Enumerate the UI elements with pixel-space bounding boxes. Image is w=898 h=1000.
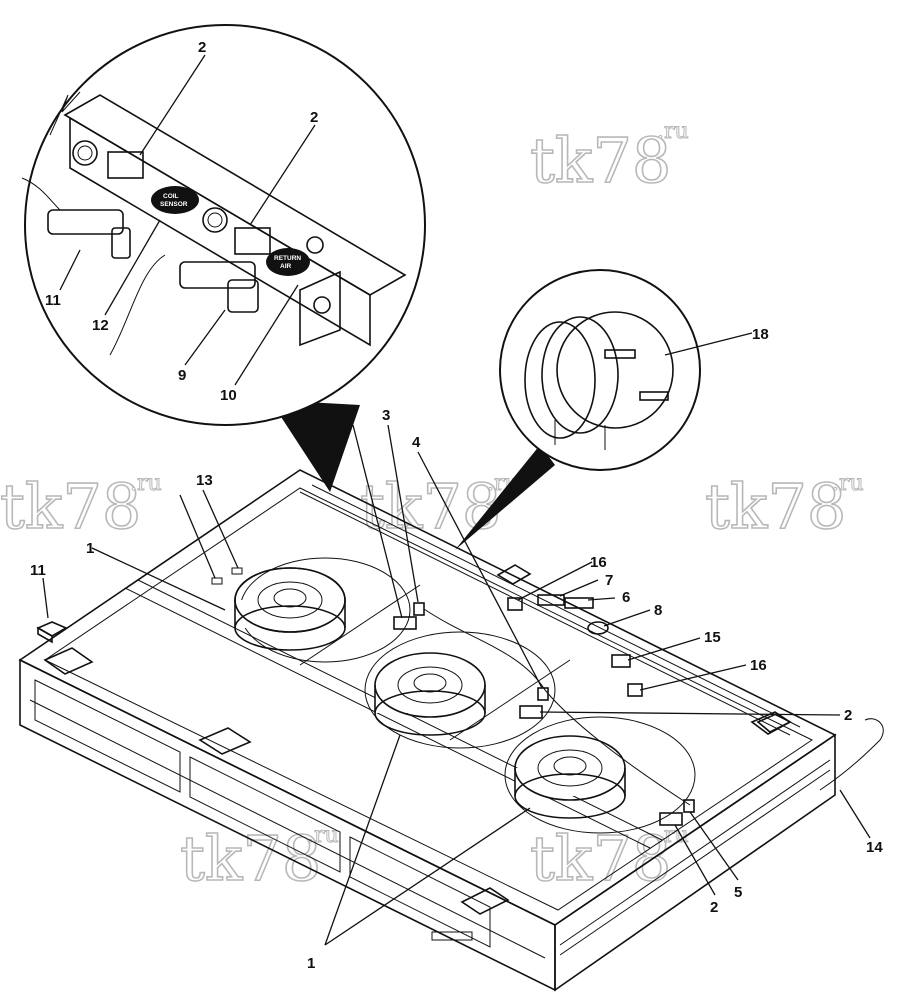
sensor <box>413 602 425 616</box>
callout-11: 11 <box>45 292 61 309</box>
watermark-suffix: .ru <box>307 823 339 848</box>
callout-1: 1 <box>86 540 94 557</box>
callout-9: 9 <box>178 367 186 384</box>
internal-rails <box>124 484 801 849</box>
watermark-text: tk78 <box>360 470 501 543</box>
sensor <box>683 799 695 813</box>
callout-numbers: 2 2 11 12 9 10 18 13 1 2 3 4 16 7 6 8 15… <box>30 39 883 972</box>
watermark-suffix: .ru <box>657 119 689 144</box>
return-air-label: RETURN <box>274 255 301 262</box>
callout-16: 16 <box>750 657 767 674</box>
callout-2: 2 <box>310 109 318 126</box>
callout-16: 16 <box>590 554 607 571</box>
callout-1: 1 <box>307 955 315 972</box>
slot <box>231 567 243 575</box>
callout-12: 12 <box>92 317 109 334</box>
fitting <box>507 597 523 611</box>
fitting <box>627 683 643 697</box>
callout-14: 14 <box>866 839 883 856</box>
watermark-text: tk78 <box>530 124 671 197</box>
terminal-strip <box>564 597 594 609</box>
callout-2: 2 <box>198 39 206 56</box>
callout-6: 6 <box>622 589 630 606</box>
callout-4: 4 <box>412 434 421 451</box>
callout-13: 13 <box>196 472 213 489</box>
sensor <box>537 687 549 701</box>
watermark-text: tk78 <box>0 470 141 543</box>
sensor-clip <box>659 812 683 826</box>
callout-3: 3 <box>382 407 390 424</box>
housing <box>18 469 837 992</box>
connector <box>179 261 256 289</box>
callout-2: 2 <box>844 707 852 724</box>
callout-5: 5 <box>734 884 742 901</box>
coil-sensor-label: COIL <box>163 193 179 200</box>
callout-10: 10 <box>220 387 237 404</box>
sensor-detail-inset: COIL SENSOR RETURN AIR <box>21 24 426 492</box>
callout-2: 2 <box>710 899 718 916</box>
connector <box>47 209 124 235</box>
grommet <box>587 621 609 635</box>
loose-connector <box>36 621 68 637</box>
slot <box>211 577 223 585</box>
blower-fan-3 <box>504 716 696 834</box>
blower-fan-2 <box>364 631 556 749</box>
watermark-suffix: .ru <box>130 471 162 496</box>
terminal-block <box>537 594 565 606</box>
callout-8: 8 <box>654 602 662 619</box>
heater-detail-inset <box>455 269 701 550</box>
callout-18: 18 <box>752 326 769 343</box>
leader-lines <box>42 54 871 946</box>
callout-2: 2 <box>346 407 354 424</box>
housing-components <box>36 564 884 826</box>
return-air-label: AIR <box>280 263 292 270</box>
callout-7: 7 <box>605 572 613 589</box>
heater-relay <box>611 654 631 668</box>
watermark-text: tk78 <box>180 822 321 895</box>
sensor-clip <box>519 705 543 719</box>
blower-fan-1 <box>234 557 411 663</box>
callout-15: 15 <box>704 629 721 646</box>
watermark-suffix: .ru <box>832 471 864 496</box>
watermark-text: tk78 <box>705 470 846 543</box>
sensor-clip <box>393 616 417 630</box>
callout-11: 11 <box>30 562 46 579</box>
coil-sensor-label: SENSOR <box>160 201 188 208</box>
